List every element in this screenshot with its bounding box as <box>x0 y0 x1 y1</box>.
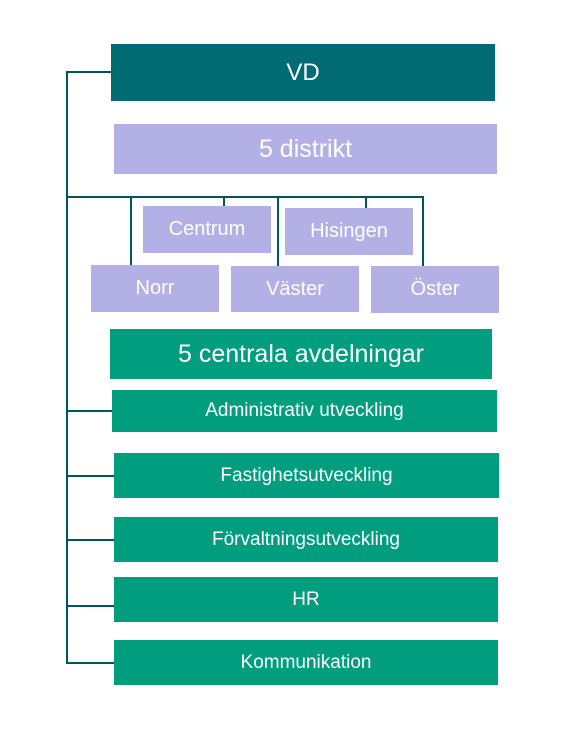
department-forvaltningsutveckling: Förvaltningsutveckling <box>114 517 498 562</box>
department-administrativ-utveckling: Administrativ utveckling <box>112 390 497 432</box>
connector-dept-4 <box>66 605 114 607</box>
connector-oster <box>422 196 424 266</box>
district-centrum: Centrum <box>143 206 271 253</box>
departments-heading-box: 5 centrala avdelningar <box>110 329 492 379</box>
departments-heading-label: 5 centrala avdelningar <box>178 339 424 368</box>
department-kommunikation: Kommunikation <box>114 640 498 685</box>
connector-dept-2 <box>66 475 114 477</box>
department-label: HR <box>292 588 320 610</box>
district-label: Centrum <box>168 218 246 240</box>
district-bus-line <box>66 196 424 198</box>
connector-vaster <box>277 196 279 266</box>
main-trunk-line <box>66 71 68 664</box>
connector-dept-5 <box>66 662 114 664</box>
ceo-label: VD <box>286 58 320 86</box>
connector-dept-1 <box>66 410 112 412</box>
ceo-box: VD <box>111 44 495 101</box>
districts-heading-label: 5 distrikt <box>258 134 353 163</box>
district-hisingen: Hisingen <box>285 208 413 255</box>
districts-heading-box: 5 distrikt <box>114 124 497 174</box>
department-label: Kommunikation <box>240 651 372 673</box>
connector-hisingen <box>365 196 367 208</box>
district-oster: Öster <box>371 266 499 313</box>
connector-dept-3 <box>66 539 114 541</box>
district-label: Hisingen <box>310 220 388 242</box>
district-label: Öster <box>410 278 460 300</box>
department-label: Administrativ utveckling <box>205 400 404 421</box>
district-vaster: Väster <box>231 266 359 312</box>
district-label: Norr <box>135 277 175 299</box>
department-fastighetsutveckling: Fastighetsutveckling <box>114 453 499 498</box>
connector-norr <box>130 196 132 265</box>
connector-centrum <box>223 196 225 206</box>
district-norr: Norr <box>91 265 219 312</box>
ceo-connector <box>66 71 111 73</box>
department-label: Förvaltningsutveckling <box>212 528 400 550</box>
department-hr: HR <box>114 577 498 622</box>
department-label: Fastighetsutveckling <box>220 464 393 486</box>
district-label: Väster <box>266 277 324 300</box>
